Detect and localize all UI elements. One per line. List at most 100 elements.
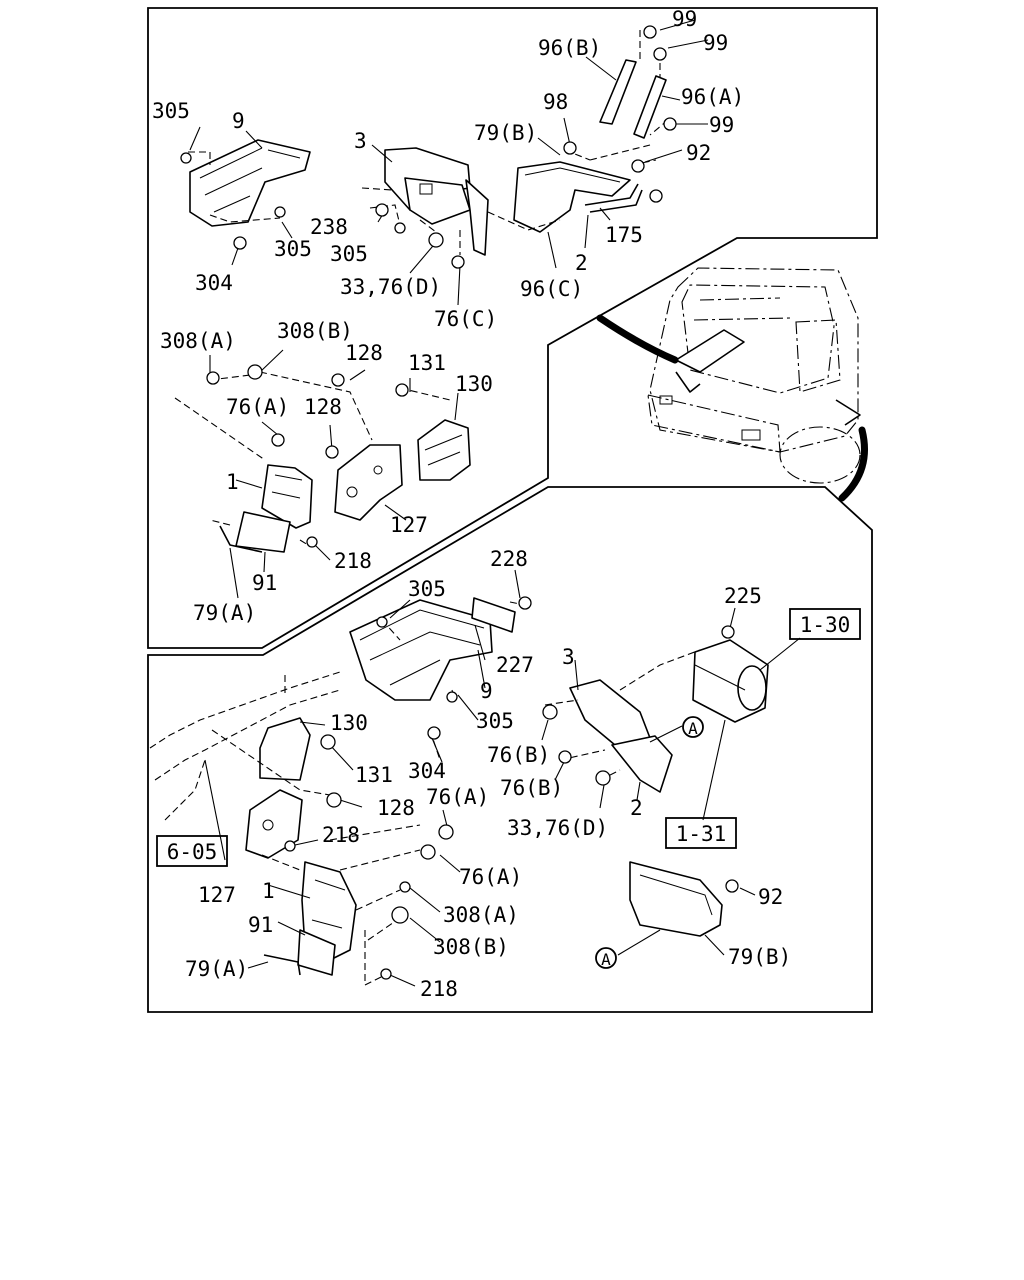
part-label: 99 bbox=[672, 7, 697, 31]
ref-box-6-05 bbox=[156, 835, 228, 867]
part-label: 96(C) bbox=[520, 277, 583, 301]
bar-175 bbox=[584, 183, 643, 213]
part-label: 76(B) bbox=[500, 776, 563, 800]
part-label: 131 bbox=[408, 351, 446, 375]
part-label: 304 bbox=[408, 759, 446, 783]
part-label: 218 bbox=[334, 549, 372, 573]
part-label: 228 bbox=[490, 547, 528, 571]
part-label: 227 bbox=[496, 653, 534, 677]
callout-a-label-2: A bbox=[601, 950, 611, 969]
part-label: 91 bbox=[252, 571, 277, 595]
part-label: 130 bbox=[455, 372, 493, 396]
part-label: 1 bbox=[226, 470, 239, 494]
part-label: 79(B) bbox=[474, 121, 537, 145]
lower-parts bbox=[149, 597, 769, 976]
plate-91-upper bbox=[235, 511, 291, 553]
part-label: 304 bbox=[195, 271, 233, 295]
step-9-lower bbox=[349, 599, 493, 701]
part-label: 76(C) bbox=[434, 307, 497, 331]
part-label: 218 bbox=[322, 823, 360, 847]
part-label: 98 bbox=[543, 90, 568, 114]
part-label: 305 bbox=[408, 577, 446, 601]
part-label: 127 bbox=[390, 513, 428, 537]
lower-labels: 228 305 227 225 3 9 305 130 131 304 76(B… bbox=[185, 547, 791, 1001]
part-label: 225 bbox=[724, 584, 762, 608]
part-label: 3 bbox=[562, 645, 575, 669]
part-label: 79(A) bbox=[185, 957, 248, 981]
truck-cab-sketch bbox=[596, 267, 868, 502]
part-label: 308(A) bbox=[160, 329, 236, 353]
bracket-2-lower bbox=[611, 735, 673, 793]
part-label: 9 bbox=[232, 109, 245, 133]
upper-parts bbox=[189, 59, 667, 553]
ref-box-1-31-label: 1-31 bbox=[676, 822, 727, 846]
plate-227 bbox=[471, 597, 516, 633]
cover-130-upper bbox=[417, 419, 471, 481]
bracket-1-upper bbox=[261, 464, 313, 529]
part-label: 2 bbox=[575, 251, 588, 275]
part-label: 79(A) bbox=[193, 601, 256, 625]
part-label: 130 bbox=[330, 711, 368, 735]
ref-box-1-30 bbox=[789, 608, 861, 640]
pointer-arrow-left bbox=[596, 314, 679, 364]
part-label: 91 bbox=[248, 913, 273, 937]
part-label: 76(B) bbox=[487, 743, 550, 767]
part-label: 79(B) bbox=[728, 945, 791, 969]
part-label: 9 bbox=[480, 679, 493, 703]
part-label: 305 bbox=[476, 709, 514, 733]
reference-boxes: 1-30 1-31 6-05 bbox=[156, 608, 861, 867]
part-label: 308(A) bbox=[443, 903, 519, 927]
part-label: 218 bbox=[420, 977, 458, 1001]
step-9-upper bbox=[189, 139, 311, 227]
part-label: 1 bbox=[262, 879, 275, 903]
part-label: 92 bbox=[758, 885, 783, 909]
callout-a-circle bbox=[682, 716, 704, 738]
part-label: 96(B) bbox=[538, 36, 601, 60]
bracket-79b-lower bbox=[629, 861, 723, 937]
part-label: 33,76(D) bbox=[340, 275, 441, 299]
cover-130-lower bbox=[259, 717, 311, 781]
part-label: 127 bbox=[198, 883, 236, 907]
part-label: 128 bbox=[345, 341, 383, 365]
part-label: 99 bbox=[709, 113, 734, 137]
ref-box-1-31 bbox=[665, 817, 737, 849]
ref-box-1-30-label: 1-30 bbox=[800, 613, 851, 637]
part-label: 128 bbox=[304, 395, 342, 419]
cab-step-highlight bbox=[675, 329, 745, 373]
part-label: 99 bbox=[703, 31, 728, 55]
ref-box-6-05-label: 6-05 bbox=[167, 840, 218, 864]
plate-96c bbox=[513, 161, 631, 233]
bracket-1-lower bbox=[301, 861, 357, 961]
part-label: 305 bbox=[152, 99, 190, 123]
part-label: 128 bbox=[377, 796, 415, 820]
part-label: 305 bbox=[330, 242, 368, 266]
part-label: 305 bbox=[274, 237, 312, 261]
part-label: 308(B) bbox=[433, 935, 509, 959]
diagram-frames bbox=[147, 7, 878, 1013]
upper-frame bbox=[147, 7, 878, 649]
strap-96a bbox=[633, 75, 667, 139]
part-label: 76(A) bbox=[226, 395, 289, 419]
part-label: 33,76(D) bbox=[507, 816, 608, 840]
part-label: 76(A) bbox=[426, 785, 489, 809]
bracket-3-lower bbox=[569, 679, 651, 746]
callout-a-label: A bbox=[688, 719, 698, 738]
part-label: 76(A) bbox=[459, 865, 522, 889]
part-label: 131 bbox=[355, 763, 393, 787]
plate-91-lower bbox=[297, 929, 336, 976]
part-label: 238 bbox=[310, 215, 348, 239]
lower-leaders bbox=[204, 569, 801, 987]
part-label: 92 bbox=[686, 141, 711, 165]
lower-frame bbox=[147, 486, 873, 1013]
part-label: 96(A) bbox=[681, 85, 744, 109]
panel-127-upper bbox=[334, 444, 403, 521]
pointer-arrow-right bbox=[838, 426, 868, 502]
strap-79a-lower bbox=[263, 954, 301, 976]
part-label: 308(B) bbox=[277, 319, 353, 343]
upper-fasteners bbox=[180, 25, 677, 548]
callout-a-circle-2 bbox=[595, 947, 617, 969]
battery-225 bbox=[692, 639, 769, 723]
callouts: A A bbox=[595, 716, 704, 969]
strap-96b bbox=[599, 59, 637, 125]
